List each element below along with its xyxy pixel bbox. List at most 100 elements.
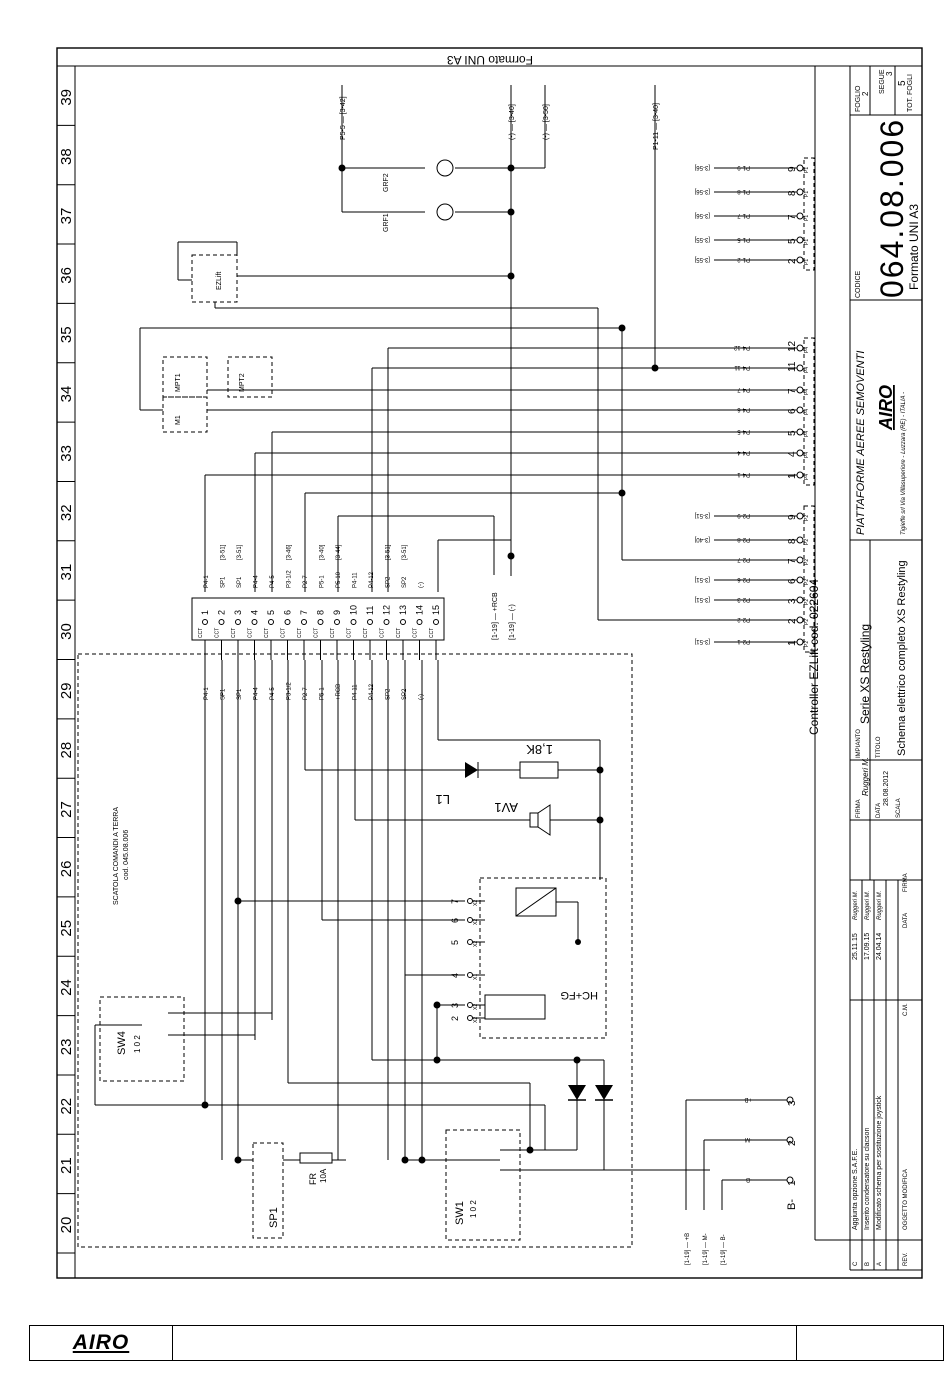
column-number: 36 — [58, 267, 75, 284]
column-number: 37 — [58, 208, 75, 225]
ezlift-box — [191, 254, 238, 303]
terminal-screw-icon — [317, 619, 324, 625]
column-number: 27 — [58, 801, 75, 818]
connector-ref: [3-55] — [694, 236, 710, 242]
connector-ref: [3-51] — [694, 638, 710, 644]
mpt2-box — [227, 356, 273, 398]
b-minus-label: B- — [786, 1199, 798, 1210]
connector-wire-label: P2-7 — [737, 556, 750, 562]
terminal-cct-label: CCT — [380, 628, 386, 638]
revision-date: 24.04.14 — [876, 933, 883, 960]
revision-description: Inserito condensatore su clacson — [864, 1128, 871, 1230]
terminal-screw-icon — [416, 619, 423, 625]
column-number: 39 — [58, 89, 75, 106]
ground-control-box: SCATOLA COMANDI A TERRA cod. 045.08.006 … — [77, 653, 710, 1248]
scala-label: SCALA — [896, 798, 902, 818]
connector-label: P4 — [804, 474, 810, 480]
terminal-cct-label: CCT — [347, 628, 353, 638]
fuse-fr-icon — [299, 1152, 333, 1164]
connector-label: P4 — [804, 452, 810, 458]
terminal-screw-icon — [218, 619, 225, 625]
terminal-cct-label: CCT — [264, 628, 270, 638]
sw1-label: SW1 — [454, 1201, 466, 1225]
terminal-screw-icon — [367, 619, 373, 625]
connector-pin-number: 7 — [787, 558, 798, 564]
hc-pin-label: X2 — [473, 919, 479, 925]
connector-label: P1 — [804, 259, 810, 265]
terminal-number: 15 — [431, 605, 441, 615]
fr-label: FR — [308, 1173, 318, 1185]
hc-pin-number: 5 — [450, 940, 460, 945]
sw4-positions: 1 0 2 — [133, 1035, 142, 1053]
revision-description: Aggiunta opzione S.A.F.E. — [852, 1149, 859, 1230]
terminal-screw-icon — [235, 619, 241, 625]
connector-wire-label: P4-6 — [737, 406, 750, 412]
format-label-top: Formato UNI A3 — [447, 53, 533, 67]
impianto-value: Serie XS Restyling — [858, 624, 872, 724]
terminal-number: 13 — [398, 605, 408, 615]
footer-end-cell — [797, 1326, 943, 1360]
column-number: 28 — [58, 742, 75, 759]
battery-ref: [1-19] — M- — [703, 1233, 709, 1265]
connector-wire-label: P4-5 — [737, 428, 750, 434]
terminal-pin-code: P3-1/2 — [287, 570, 293, 588]
foglio-label: FOGLIO — [855, 85, 862, 112]
tot-fogli-label: TOT. FOGLI — [907, 74, 914, 112]
terminal-pin-code-lower: SP1 — [221, 688, 227, 700]
terminal-screw-icon — [301, 619, 307, 625]
terminal-pin-code-lower: P3-1/2 — [287, 682, 293, 700]
format-label-bottom: Formato UNI A3 — [907, 204, 921, 290]
column-number: 29 — [58, 682, 75, 699]
terminal-pin-code-lower: P4-5 — [270, 687, 276, 700]
title-block: FOGLIO 2 SEGUE 3 TOT. FOGLI 5 CODICE 064… — [807, 66, 922, 1271]
titolo-label: TITOLO — [876, 736, 882, 758]
connector-pin-number: 8 — [787, 538, 798, 544]
terminal-cct-label: CCT — [330, 628, 336, 638]
connector-wire-label: P2-6 — [737, 576, 750, 582]
ezlift-label: EZLift — [216, 272, 223, 290]
terminal-screw-icon — [383, 619, 390, 625]
resistor-icon — [519, 761, 559, 779]
connector-label: P4 — [804, 367, 810, 373]
ref-rcb: [1-19] — +RCB — [492, 592, 499, 640]
mpt1-box — [162, 356, 208, 398]
connector-label: P2 — [804, 559, 810, 565]
revision-date: 25.11.15 — [852, 933, 859, 960]
terminal-ref: [3-40] — [320, 544, 326, 560]
terminal-pin-code: P4-1 — [204, 575, 210, 588]
revision-letter: B — [865, 1262, 871, 1266]
connector-label: P2 — [804, 641, 810, 647]
sheet-border — [56, 47, 923, 1279]
terminal-ref: [3-51] — [386, 544, 392, 560]
connector-pin-number: 2 — [787, 258, 798, 264]
terminal-number: 3 — [233, 610, 243, 615]
battery-pin-number: 3 — [787, 1100, 798, 1106]
grf-lamps: GRF2 GRF1 — [338, 159, 545, 280]
company-line: PIATTAFORME AEREE SEMOVENTI — [855, 351, 867, 535]
grf1-lamp-icon — [436, 203, 454, 221]
connector-label: P2 — [804, 599, 810, 605]
sp1-label: SP1 — [268, 1207, 280, 1228]
terminal-pin-code: SP1 — [237, 576, 243, 588]
terminal-cct-label: CCT — [281, 628, 287, 638]
ezlift-and-motors: EZLift MPT1 MPT2 M1 — [139, 241, 740, 620]
connector-pin-number: 5 — [787, 430, 798, 436]
hc-pin-icon — [467, 972, 473, 978]
terminal-ref: [3-44] — [336, 544, 342, 560]
sw1-positions: 1 0 2 — [469, 1200, 478, 1218]
connector-ref: [3-51] — [694, 596, 710, 602]
column-number: 22 — [58, 1098, 75, 1115]
connector-ref: [3-56] — [694, 164, 710, 170]
column-number: 30 — [58, 623, 75, 640]
connector-label: P2 — [804, 619, 810, 625]
hc-pin-icon — [467, 1002, 473, 1008]
terminal-screw-icon — [251, 619, 258, 625]
l1-label: L1 — [436, 792, 450, 807]
terminal-number: 6 — [283, 610, 293, 615]
connector-pin-number: 9 — [787, 166, 798, 172]
hcfg-module-box — [479, 877, 607, 1039]
data-header: DATA — [903, 913, 909, 928]
terminal-screw-icon — [202, 619, 208, 625]
connector-label: P2 — [804, 579, 810, 585]
